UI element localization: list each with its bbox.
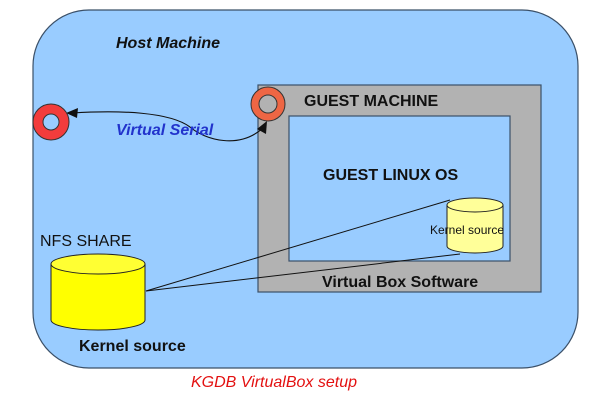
nfs-kernel-source-cylinder (50, 253, 146, 331)
nfs-link-line-upper (145, 199, 451, 292)
virtualbox-label: Virtual Box Software (322, 274, 478, 291)
virtual-serial-link (71, 111, 265, 142)
guest-machine-label: GUEST MACHINE (304, 93, 439, 110)
nfs-link-line-lower (145, 253, 461, 292)
figure-caption: KGDB VirtualBox setup (191, 374, 357, 391)
arrow-head-guest-icon (257, 121, 267, 134)
host-serial-port-icon (32, 103, 70, 141)
guest-serial-port-icon (250, 86, 286, 122)
host-machine-label: Host Machine (116, 35, 220, 52)
guest-kernel-source-cylinder (446, 197, 504, 254)
guest-os-label: GUEST LINUX OS (323, 167, 458, 184)
guest-kernel-source-label: Kernel source (430, 223, 504, 237)
virtual-serial-label: Virtual Serial (116, 122, 214, 139)
nfs-share-label: NFS SHARE (40, 233, 132, 250)
nfs-kernel-source-label: Kernel source (79, 338, 186, 355)
arrow-head-left-icon (66, 108, 78, 118)
